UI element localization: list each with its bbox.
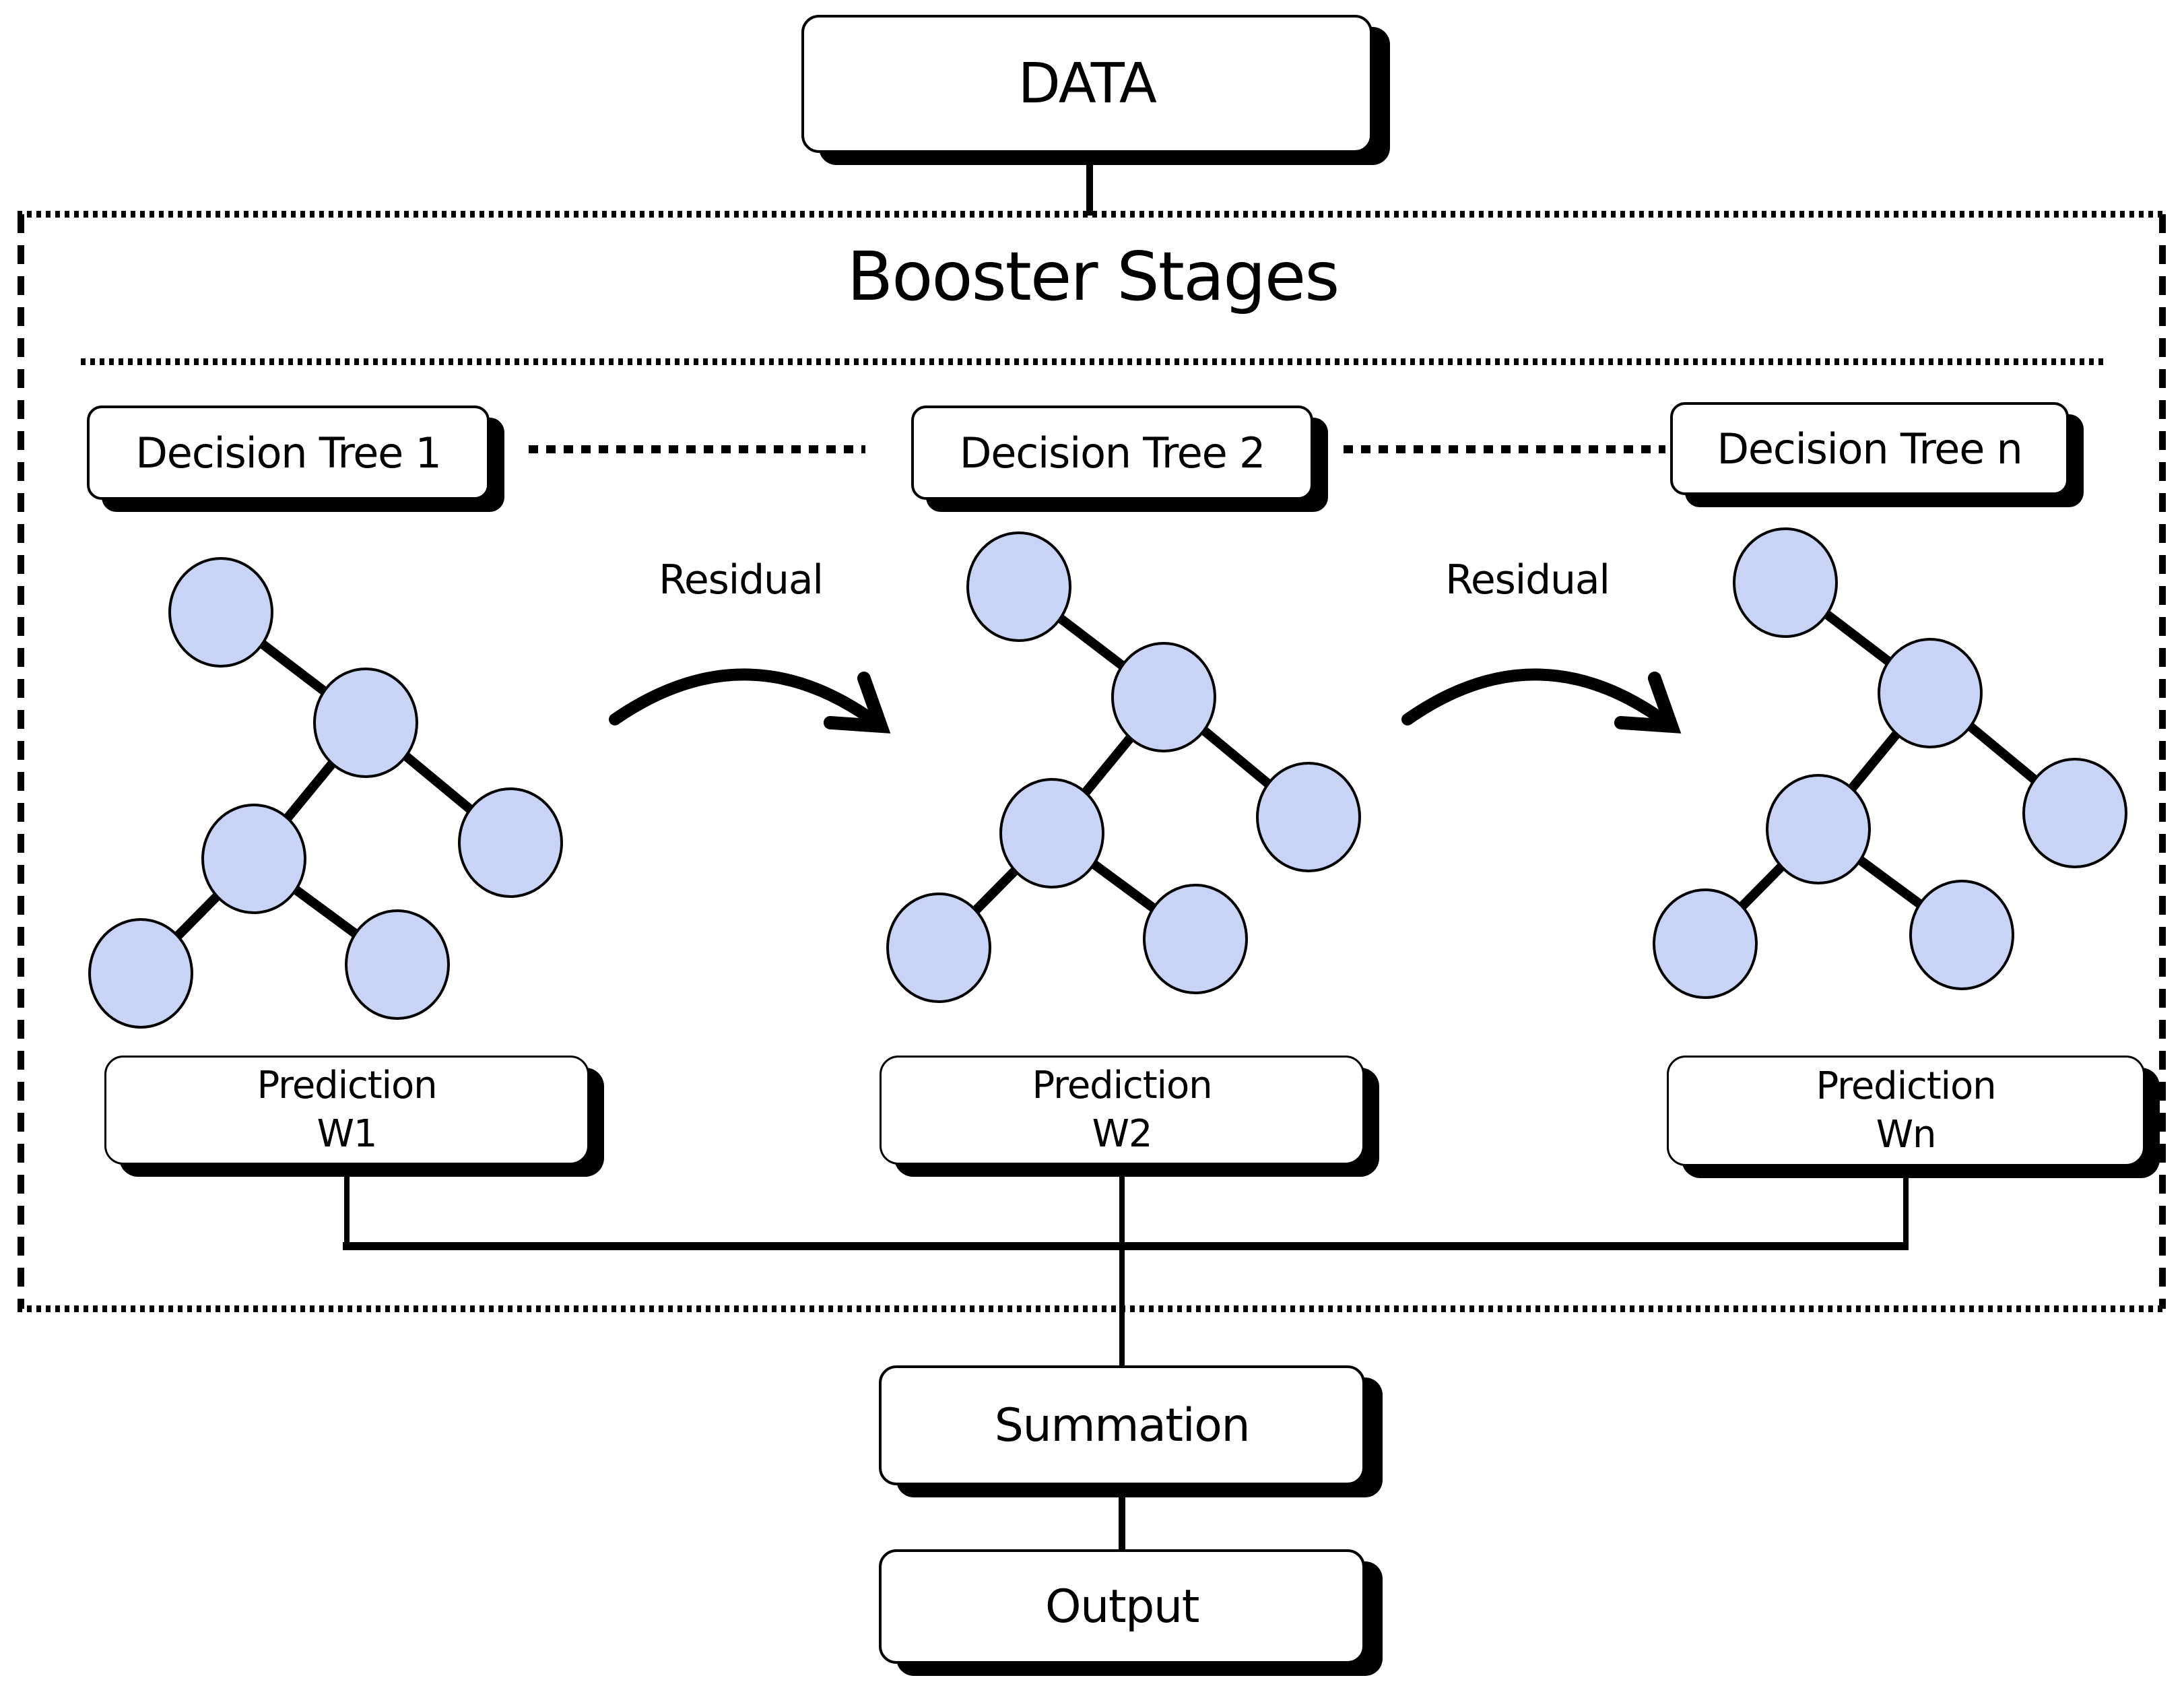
- booster-border-bottom: [18, 1305, 2166, 1312]
- decision-tree-1-box: Decision Tree 1: [87, 406, 490, 500]
- tree-1-graph: [88, 557, 563, 1029]
- decision-tree-1-label: Decision Tree 1: [135, 428, 442, 478]
- tree-node: [458, 787, 563, 898]
- tree-node: [345, 909, 450, 1020]
- prediction-wn-line2: Wn: [1876, 1113, 1937, 1157]
- decision-tree-2-label: Decision Tree 2: [959, 428, 1266, 478]
- output-label: Output: [1045, 1580, 1199, 1633]
- tree-node: [1909, 880, 2014, 990]
- tree-2-graph: [886, 531, 1361, 1003]
- summation-label: Summation: [994, 1398, 1251, 1452]
- data-box-label: DATA: [1018, 52, 1157, 116]
- tree-node: [88, 918, 193, 1029]
- dotted-connector-tree2-treen: [1344, 445, 1665, 453]
- tree-node: [886, 893, 991, 1003]
- residual-arrow-1-icon: [609, 668, 891, 734]
- tree-n-graph: [1653, 527, 2127, 999]
- tree-node: [168, 557, 273, 668]
- booster-title-separator: [81, 358, 2103, 365]
- prediction-wn-line1: Prediction: [1816, 1064, 1997, 1109]
- tree-node: [1111, 642, 1216, 752]
- prediction-w2-box: Prediction W2: [880, 1056, 1364, 1165]
- decision-tree-n-box: Decision Tree n: [1670, 402, 2069, 495]
- prediction-w1-box: Prediction W1: [104, 1056, 589, 1165]
- tree-node: [201, 804, 306, 914]
- dotted-connector-tree1-tree2: [529, 445, 865, 453]
- tree-node: [966, 531, 1071, 642]
- prediction-wn-box: Prediction Wn: [1667, 1056, 2145, 1166]
- tree-node: [1733, 527, 1838, 638]
- decision-tree-n-label: Decision Tree n: [1717, 424, 2022, 474]
- summation-box: Summation: [879, 1365, 1365, 1485]
- tree-node: [999, 778, 1104, 888]
- tree-node: [1766, 774, 1871, 884]
- prediction-w1-line1: Prediction: [257, 1064, 438, 1108]
- decision-tree-2-box: Decision Tree 2: [911, 406, 1313, 500]
- prediction-w2-line2: W2: [1092, 1112, 1153, 1156]
- tree-node: [2022, 758, 2127, 868]
- tree-node: [1256, 762, 1361, 872]
- tree-node: [1878, 638, 1983, 748]
- data-box: DATA: [801, 15, 1372, 153]
- tree-node: [1143, 884, 1248, 994]
- residual-arrow-2-icon: [1401, 668, 1682, 734]
- prediction-w2-line1: Prediction: [1032, 1064, 1213, 1108]
- booster-stages-title: Booster Stages: [847, 237, 1340, 316]
- tree-node: [313, 668, 418, 778]
- residual-label-2: Residual: [1445, 556, 1610, 604]
- tree-node: [1653, 888, 1758, 999]
- booster-border-left: [18, 214, 24, 1309]
- residual-label-1: Residual: [659, 556, 824, 604]
- prediction-w1-line2: W1: [317, 1112, 378, 1156]
- output-box: Output: [879, 1549, 1365, 1664]
- booster-border-right: [2159, 214, 2166, 1309]
